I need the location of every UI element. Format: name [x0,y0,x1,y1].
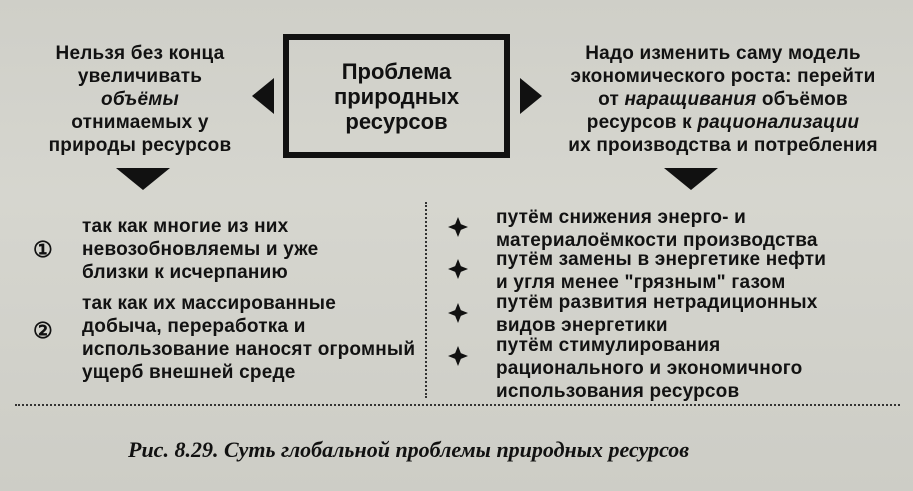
right-line-1: Надо изменить саму модель [585,43,861,64]
reason-2-line-4: ущерб внешней среде [82,362,296,383]
diamond-bullet-4-icon [448,346,468,366]
reason-2-line-2: добыча, переработка и [82,316,306,337]
reason-2-text: так как их массированные добыча, перераб… [82,292,427,384]
right-line-4: ресурсов к рационализации [548,111,898,134]
way-2-line-2: и угля менее "грязным" газом [496,272,786,293]
right-statement: Надо изменить саму модель экономического… [548,42,898,157]
figure-caption: Рис. 8.29. Суть глобальной проблемы прир… [128,437,690,462]
diamond-bullet-2-icon [448,259,468,279]
central-problem-box: Проблема природных ресурсов [283,34,510,158]
right-line-4-pre: ресурсов к [586,112,698,133]
title-line-3: ресурсов [345,108,448,134]
down-arrow-left-icon [116,168,170,190]
right-arrow-icon [520,78,542,114]
reason-1-marker: ① [33,237,53,262]
left-line-2: увеличивать [77,66,203,87]
down-arrow-right-icon [664,168,718,190]
reason-2-line-1: так как их массированные [82,293,336,314]
reason-2-marker: ② [33,318,53,343]
left-line-1: Нельзя без конца [55,43,225,64]
left-statement: Нельзя без конца увеличивать объёмы отни… [20,42,260,157]
way-4-line-2: рационального и экономичного [496,358,803,379]
right-line-5: их производства и потребления [568,135,878,156]
right-line-3: от наращивания объёмов [548,88,898,111]
way-4-text: путём стимулирования рационального и эко… [496,334,896,403]
way-1-line-2: материалоёмкости производства [496,230,818,251]
way-3-line-1: путём развития нетрадиционных [496,292,818,313]
right-line-3-pre: от [598,89,625,110]
right-line-2: экономического роста: перейти [570,66,876,87]
reason-1-line-2: невозобновляемы и уже [82,239,319,260]
left-arrow-icon [252,78,274,114]
way-1-line-1: путём снижения энерго- и [496,207,747,228]
diamond-bullet-1-icon [448,217,468,237]
vertical-divider [425,202,427,398]
reason-1-line-1: так как многие из них [82,216,289,237]
right-line-3-post: объёмов [756,89,848,110]
way-3-line-2: видов энергетики [496,315,668,336]
right-line-3-em: наращивания [624,89,757,110]
left-line-5: природы ресурсов [48,135,232,156]
title-line-1: Проблема [341,58,452,84]
way-4-line-3: использования ресурсов [496,381,740,402]
way-3-text: путём развития нетрадиционных видов энер… [496,291,896,337]
title-line-2: природных [333,83,460,109]
right-line-4-em: рационализации [697,112,860,133]
left-line-3: объёмы [101,89,179,110]
way-4-line-1: путём стимулирования [496,335,721,356]
reason-2-line-3: использование наносят огромный [82,339,416,360]
way-2-text: путём замены в энергетике нефти и угля м… [496,248,896,294]
horizontal-divider [15,404,900,406]
way-1-text: путём снижения энерго- и материалоёмкост… [496,206,896,252]
diamond-bullet-3-icon [448,303,468,323]
reason-1-text: так как многие из них невозобновляемы и … [82,215,422,284]
left-line-4: отнимаемых у [71,112,209,133]
way-2-line-1: путём замены в энергетике нефти [496,249,827,270]
reason-1-line-3: близки к исчерпанию [82,262,288,283]
